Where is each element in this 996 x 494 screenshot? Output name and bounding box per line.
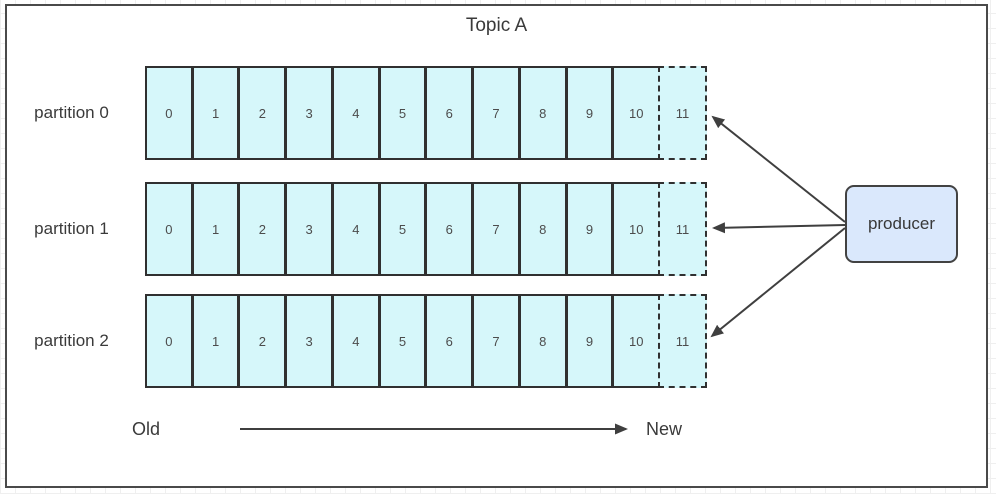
log-cell: 7 xyxy=(472,182,520,276)
log-cell: 10 xyxy=(612,294,661,388)
producer-node: producer xyxy=(845,185,958,263)
log-cell: 0 xyxy=(145,66,193,160)
log-cell: 9 xyxy=(565,66,614,160)
log-cell: 6 xyxy=(425,182,474,276)
log-cell: 4 xyxy=(331,294,380,388)
partition-label: partition 1 xyxy=(34,219,109,238)
log-cell: 8 xyxy=(518,66,567,160)
log-cell: 5 xyxy=(378,294,427,388)
log-cell: 2 xyxy=(238,66,287,160)
log-cell: 3 xyxy=(285,66,333,160)
log-cell: 8 xyxy=(518,182,567,276)
axis-old-label: Old xyxy=(131,418,160,439)
log-cell: 2 xyxy=(238,294,287,388)
log-cell: 3 xyxy=(285,182,333,276)
log-cell: 6 xyxy=(425,66,474,160)
next-offset-cell: 11 xyxy=(658,182,707,276)
partition-label: partition 2 xyxy=(34,331,109,350)
log-cell: 7 xyxy=(472,66,520,160)
log-cell: 5 xyxy=(378,66,427,160)
log-cell: 10 xyxy=(612,182,661,276)
log-cell: 7 xyxy=(472,294,520,388)
log-cell: 1 xyxy=(191,182,240,276)
log-cell: 5 xyxy=(378,182,427,276)
axis-new-label: New xyxy=(645,418,682,439)
log-cell: 9 xyxy=(565,294,614,388)
log-cell: 0 xyxy=(145,294,193,388)
log-cell: 3 xyxy=(285,294,333,388)
log-cell: 10 xyxy=(612,66,661,160)
partition-label: partition 0 xyxy=(34,103,109,122)
log-cell: 0 xyxy=(145,182,193,276)
log-cell: 2 xyxy=(238,182,287,276)
log-cell: 9 xyxy=(565,182,614,276)
log-cell: 4 xyxy=(331,182,380,276)
log-cell: 8 xyxy=(518,294,567,388)
log-cell: 1 xyxy=(191,294,240,388)
topic-title: Topic A xyxy=(465,15,528,36)
log-cell: 6 xyxy=(425,294,474,388)
log-cell: 1 xyxy=(191,66,240,160)
next-offset-cell: 11 xyxy=(658,294,707,388)
next-offset-cell: 11 xyxy=(658,66,707,160)
log-cell: 4 xyxy=(331,66,380,160)
